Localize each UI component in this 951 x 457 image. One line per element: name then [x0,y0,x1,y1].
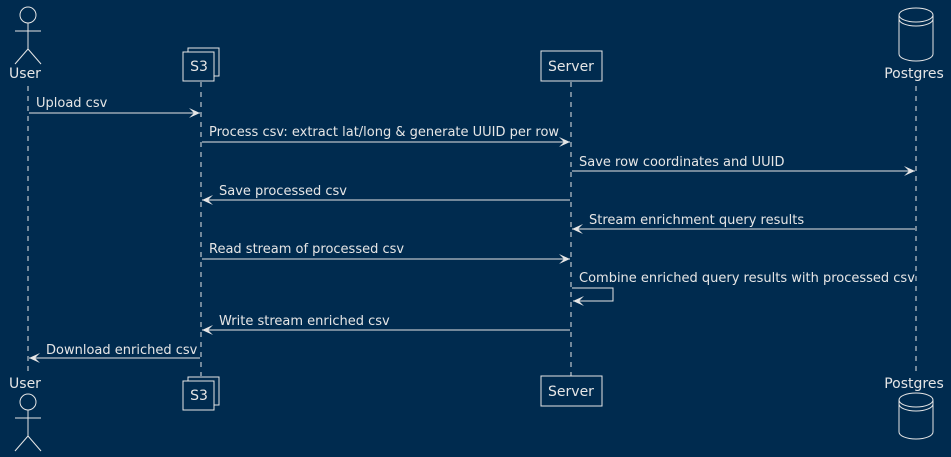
participant-label-s3: S3 [190,59,208,75]
message-stream-enrichment: Stream enrichment query results [572,213,915,234]
message-label: Process csv: extract lat/long & generate… [209,125,559,140]
message-save-processed-csv: Save processed csv [202,184,570,205]
s3-participant-bottom: S3 [182,376,220,411]
message-label: Download enriched csv [46,343,198,358]
participant-label-server: Server [548,59,594,75]
participant-label-s3: S3 [190,388,208,404]
s3-participant-top: S3 [182,47,220,82]
actor-icon [14,6,42,65]
message-label: Upload csv [36,96,108,111]
message-download-csv: Download enriched csv [29,343,200,363]
user-participant-top: User [9,6,42,82]
message-process-csv: Process csv: extract lat/long & generate… [202,125,570,147]
message-label: Save processed csv [219,184,347,199]
participant-label-user: User [9,66,41,82]
message-label: Write stream enriched csv [219,314,390,329]
postgres-participant-bottom: Postgres [884,376,944,440]
server-participant-bottom: Server [540,375,603,407]
self-message-arrow [572,287,614,306]
message-save-coordinates: Save row coordinates and UUID [572,155,915,176]
message-write-stream: Write stream enriched csv [202,314,570,335]
user-participant-bottom: User [9,376,42,452]
message-label: Combine enriched query results with proc… [579,271,915,286]
server-participant-top: Server [540,50,603,82]
message-label: Read stream of processed csv [209,242,404,257]
postgres-participant-top: Postgres [884,7,944,82]
message-upload-csv: Upload csv [29,96,200,118]
participant-label-user: User [9,376,41,392]
participant-label-server: Server [548,384,594,400]
participant-label-postgres: Postgres [884,376,944,392]
message-read-stream: Read stream of processed csv [202,242,570,264]
message-label: Save row coordinates and UUID [579,155,785,170]
message-combine-results: Combine enriched query results with proc… [572,271,915,306]
actor-icon [14,393,42,452]
participant-label-postgres: Postgres [884,66,944,82]
message-label: Stream enrichment query results [589,213,804,228]
database-icon [898,7,934,62]
database-icon [898,392,934,440]
